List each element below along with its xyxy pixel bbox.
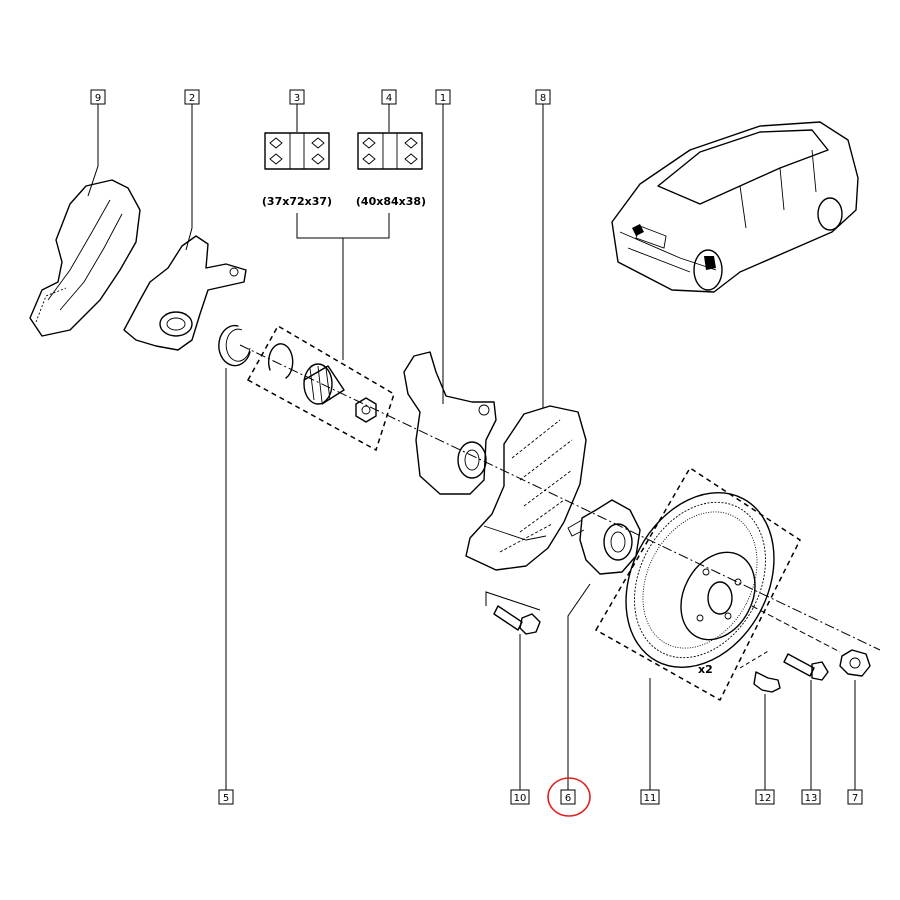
part-2-steering-knuckle (123, 235, 247, 351)
svg-text:10: 10 (514, 793, 527, 804)
part-7-hub-nut (839, 649, 871, 677)
part-1-steering-knuckle (403, 351, 497, 495)
part-12-screw (753, 671, 781, 693)
car-illustration (611, 121, 859, 293)
callout-1: 1 (435, 89, 451, 105)
svg-text:1: 1 (440, 93, 446, 104)
bearing-size-b: (40x84x38) (356, 195, 426, 208)
callout-4: 4 (381, 89, 397, 105)
callout-5: 5 (218, 789, 234, 805)
part-11-brake-disc (625, 492, 775, 668)
part-5-circlip (218, 324, 251, 367)
callout-6: 6 (560, 789, 576, 805)
bearing-icon-a (264, 132, 330, 170)
svg-text:5: 5 (223, 793, 229, 804)
svg-text:7: 7 (852, 793, 858, 804)
bearing-kit-dashed-outline (246, 324, 395, 452)
part-10-bolt (493, 605, 541, 635)
svg-text:12: 12 (759, 793, 772, 804)
svg-text:4: 4 (386, 93, 392, 104)
svg-text:11: 11 (644, 793, 657, 804)
callout-10: 10 (510, 789, 530, 805)
callout-7: 7 (847, 789, 863, 805)
callout-3: 3 (289, 89, 305, 105)
bearing-icon-b (357, 132, 423, 170)
quantity-note: x2 (698, 663, 713, 676)
part-8-dust-shield (465, 405, 587, 571)
svg-text:9: 9 (95, 93, 101, 104)
bearing-kit-parts (268, 343, 377, 423)
bearing-size-a: (37x72x37) (262, 195, 332, 208)
callout-13: 13 (801, 789, 821, 805)
part-9-dust-shield (29, 179, 141, 337)
svg-text:2: 2 (189, 93, 195, 104)
svg-text:13: 13 (805, 793, 818, 804)
svg-text:6: 6 (565, 793, 571, 804)
callout-12: 12 (755, 789, 775, 805)
callout-9: 9 (90, 89, 106, 105)
part-6-wheel-hub (567, 499, 641, 575)
callout-2: 2 (184, 89, 200, 105)
svg-text:8: 8 (540, 93, 546, 104)
svg-text:3: 3 (294, 93, 300, 104)
callout-8: 8 (535, 89, 551, 105)
callout-11: 11 (640, 789, 660, 805)
callout-6-highlight-circle (547, 777, 591, 817)
brake-disc-dashed-outline (594, 466, 801, 702)
part-13-bolt (783, 653, 829, 681)
